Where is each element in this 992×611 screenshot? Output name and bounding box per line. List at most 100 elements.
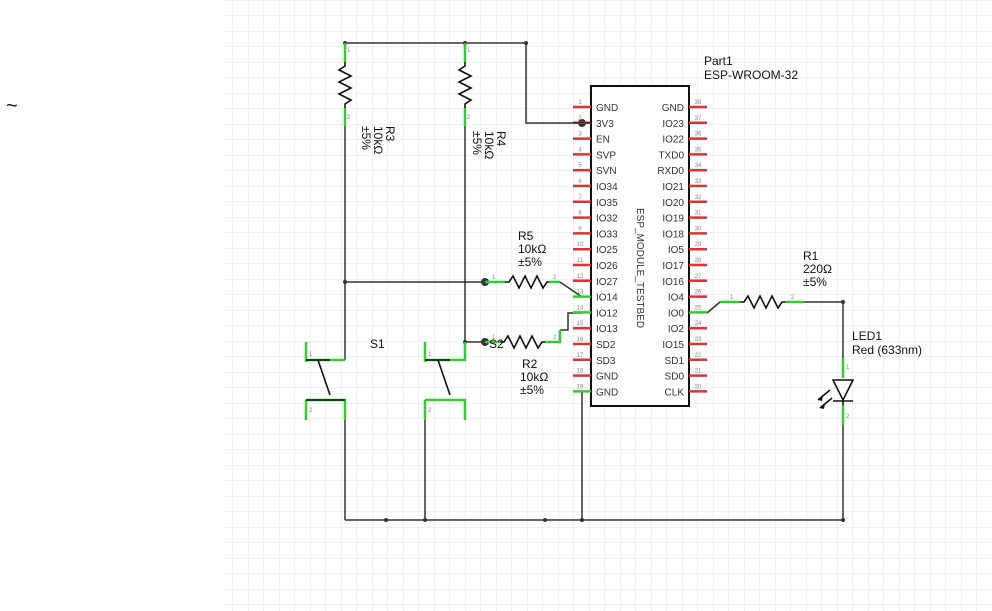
pin-number: 29 [695, 242, 702, 248]
resistor-r2[interactable]: 1 2 R2 10kΩ ±5% [485, 330, 562, 397]
svg-text:1: 1 [730, 295, 734, 301]
pin-number: 14 [577, 305, 584, 311]
pin-number: 16 [577, 337, 584, 343]
s2-ref: S2 [489, 337, 504, 351]
svg-text:2: 2 [846, 414, 850, 420]
pin-label: IO13 [596, 324, 618, 335]
switch-s1[interactable]: 1 2 S1 [304, 337, 385, 420]
pin-number: 33 [695, 179, 702, 185]
pin-label: IO34 [596, 182, 618, 193]
pin-number: 5 [578, 163, 582, 169]
pin-label: 3V3 [596, 119, 614, 130]
pin-number: 6 [578, 179, 582, 185]
r1-value: 220Ω [803, 262, 832, 276]
pin-number: 24 [695, 321, 702, 327]
pin-number: 20 [695, 384, 702, 390]
led-led1[interactable]: 1 2 LED1 Red (633nm) [817, 329, 922, 425]
pin-label: IO5 [668, 245, 685, 256]
svg-text:1: 1 [309, 352, 313, 358]
svg-text:1: 1 [428, 352, 432, 358]
pin-number: 18 [577, 369, 584, 375]
pin-number: 1 [578, 100, 582, 106]
switch-s2[interactable]: 1 2 S2 [423, 337, 504, 420]
pin-number: 7 [578, 195, 582, 201]
pin-label: GND [596, 387, 618, 398]
pin-number: 35 [695, 147, 702, 153]
pin-label: IO19 [662, 214, 684, 225]
pin-number: 38 [695, 100, 702, 106]
pin-label: IO4 [668, 293, 685, 304]
pin-label: IO35 [596, 198, 618, 209]
pin-label: IO2 [668, 324, 685, 335]
pin-number: 8 [578, 211, 582, 217]
pin-label: IO20 [662, 198, 684, 209]
r4-value: 10kΩ [482, 131, 496, 159]
pin-number: 30 [695, 226, 702, 232]
resistor-r5[interactable]: 1 2 R5 10kΩ ±5% [485, 229, 560, 290]
pin-label: TXD0 [658, 150, 684, 161]
resistor-r3[interactable]: 1 2 R3 10kΩ ±5% [337, 43, 397, 154]
chip-body [590, 85, 690, 407]
svg-text:2: 2 [428, 408, 432, 414]
chip-module-label: ESP_MODULE_TESTBED [634, 208, 645, 328]
pin-number: 37 [695, 116, 702, 122]
pin-label: EN [596, 135, 610, 146]
s1-ref: S1 [370, 337, 385, 351]
resistor-r1[interactable]: 1 2 R1 220Ω ±5% [720, 249, 832, 310]
pin-number: 10 [577, 242, 584, 248]
r5-value: 10kΩ [518, 242, 546, 256]
pin-number: 26 [695, 290, 702, 296]
svg-text:2: 2 [791, 295, 795, 301]
pin-label: IO27 [596, 277, 618, 288]
pin-label: IO21 [662, 182, 684, 193]
pin-number: 28 [695, 258, 702, 264]
pin-label: SD3 [596, 356, 616, 367]
pin-label: IO15 [662, 340, 684, 351]
chip-value: ESP-WROOM-32 [704, 68, 798, 82]
pin-label: GND [596, 372, 618, 383]
resistor-r4[interactable]: 1 2 R4 10kΩ ±5% [457, 43, 508, 159]
svg-text:1: 1 [846, 365, 850, 371]
pin-number: 22 [695, 353, 702, 359]
